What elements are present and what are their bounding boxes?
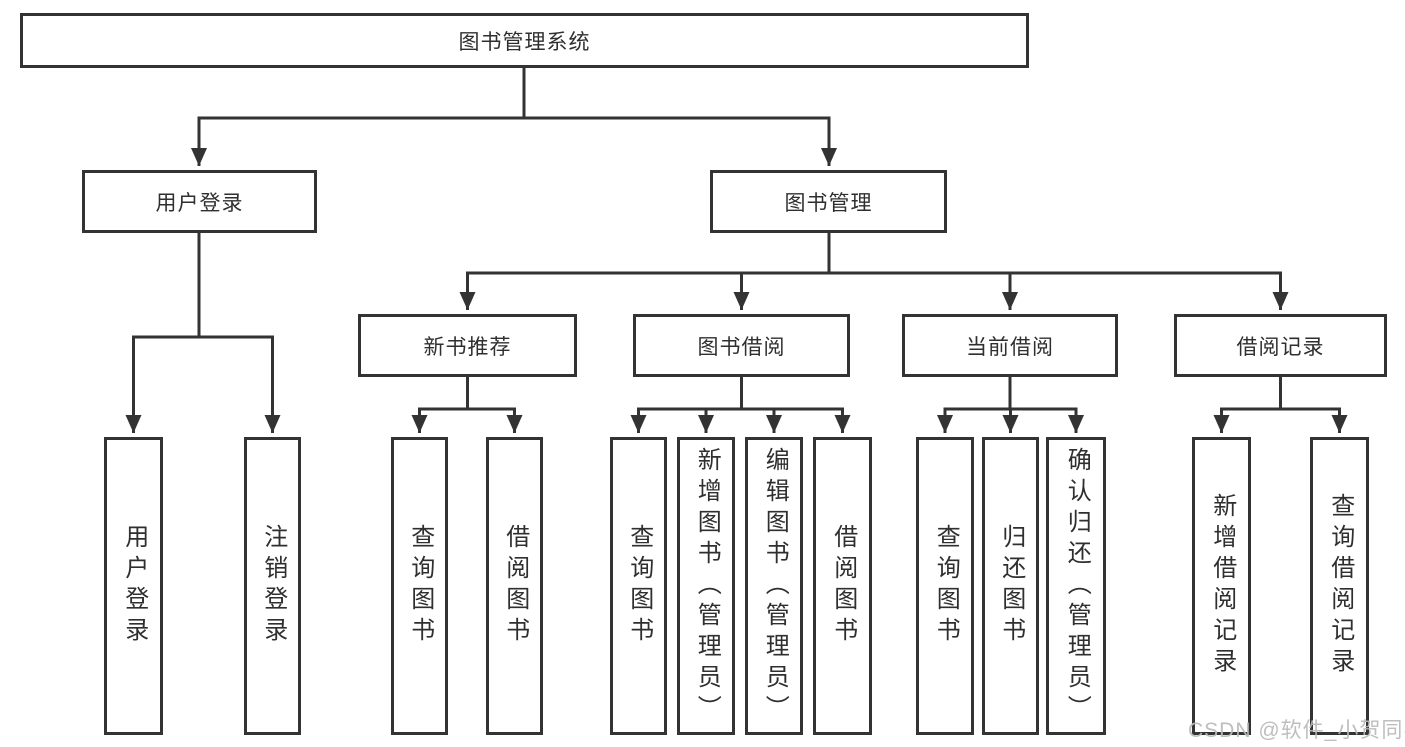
node-book-management-label: 图书管理 <box>784 191 873 215</box>
node-borrow-records: 借阅记录 <box>1174 314 1387 377</box>
leaf-borrow-query-books: 查询图书 <box>610 437 667 735</box>
node-user-login: 用户登录 <box>82 170 317 233</box>
leaf-add-borrow-record: 新增借阅记录 <box>1192 437 1251 735</box>
node-current-borrow-label: 当前借阅 <box>966 335 1054 359</box>
leaf-confirm-return-admin: 确认归还（管理员） <box>1046 437 1106 735</box>
leaf-confirm-return-admin-label: 确认归还（管理员） <box>1063 446 1091 726</box>
leaf-return-books-label: 归还图书 <box>997 524 1025 648</box>
node-root-system: 图书管理系统 <box>20 13 1029 68</box>
node-new-book-recommend-label: 新书推荐 <box>423 335 512 359</box>
node-new-book-recommend: 新书推荐 <box>358 314 577 377</box>
leaf-logout: 注销登录 <box>244 437 301 735</box>
leaf-recommend-query-books: 查询图书 <box>391 437 448 735</box>
leaf-recommend-borrow-books: 借阅图书 <box>486 437 543 735</box>
watermark: CSDN @软件_小贺同学 <box>1188 719 1405 742</box>
leaf-query-borrow-record: 查询借阅记录 <box>1310 437 1369 735</box>
leaf-logout-label: 注销登录 <box>259 524 287 648</box>
leaf-add-borrow-record-label: 新增借阅记录 <box>1208 493 1236 679</box>
node-current-borrow: 当前借阅 <box>902 314 1118 377</box>
leaf-borrow-books: 借阅图书 <box>813 437 872 735</box>
leaf-user-login: 用户登录 <box>104 437 163 735</box>
leaf-add-books-admin-label: 新增图书（管理员） <box>693 446 721 726</box>
node-book-management: 图书管理 <box>710 170 947 233</box>
leaf-recommend-query-books-label: 查询图书 <box>406 524 434 648</box>
node-book-borrow-label: 图书借阅 <box>697 335 786 359</box>
leaf-edit-books-admin-label: 编辑图书（管理员） <box>761 446 789 726</box>
node-book-borrow: 图书借阅 <box>633 314 850 377</box>
node-root-label: 图书管理系统 <box>458 30 591 54</box>
leaf-borrow-books-label: 借阅图书 <box>829 524 857 648</box>
leaf-add-books-admin: 新增图书（管理员） <box>677 437 735 735</box>
leaf-recommend-borrow-books-label: 借阅图书 <box>501 524 529 648</box>
leaf-edit-books-admin: 编辑图书（管理员） <box>745 437 803 735</box>
leaf-current-query-books: 查询图书 <box>916 437 974 735</box>
node-borrow-records-label: 借阅记录 <box>1236 335 1325 359</box>
leaf-query-borrow-record-label: 查询借阅记录 <box>1326 493 1354 679</box>
leaf-borrow-query-books-label: 查询图书 <box>625 524 653 648</box>
node-user-login-label: 用户登录 <box>155 191 244 215</box>
leaf-user-login-label: 用户登录 <box>120 524 148 648</box>
leaf-current-query-books-label: 查询图书 <box>932 524 960 648</box>
leaf-return-books: 归还图书 <box>982 437 1039 735</box>
